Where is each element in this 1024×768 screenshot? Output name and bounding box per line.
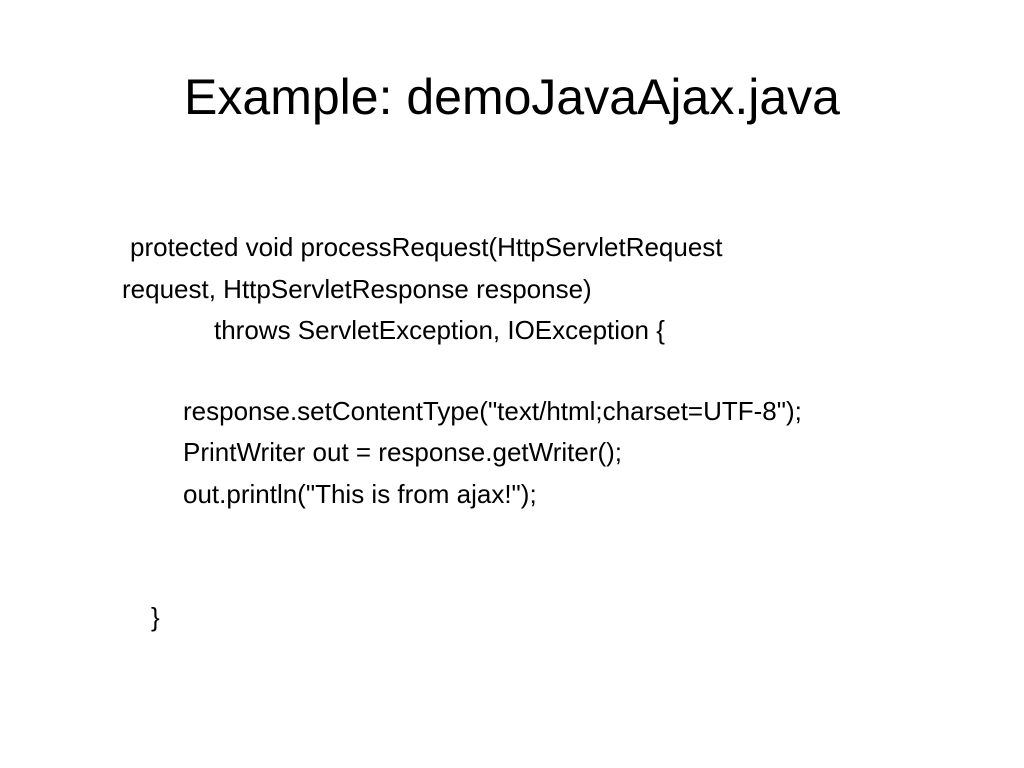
code-line: throws ServletException, IOException { [214,315,665,345]
code-line: request, HttpServletResponse response) [122,274,592,304]
code-line: PrintWriter out = response.getWriter(); [183,437,623,467]
code-line: } [151,602,160,632]
code-line: protected void processRequest(HttpServle… [130,232,723,262]
code-line: response.setContentType("text/html;chars… [183,396,802,426]
code-line: out.println("This is from ajax!"); [183,479,537,509]
slide-title: Example: demoJavaAjax.java [184,69,840,125]
